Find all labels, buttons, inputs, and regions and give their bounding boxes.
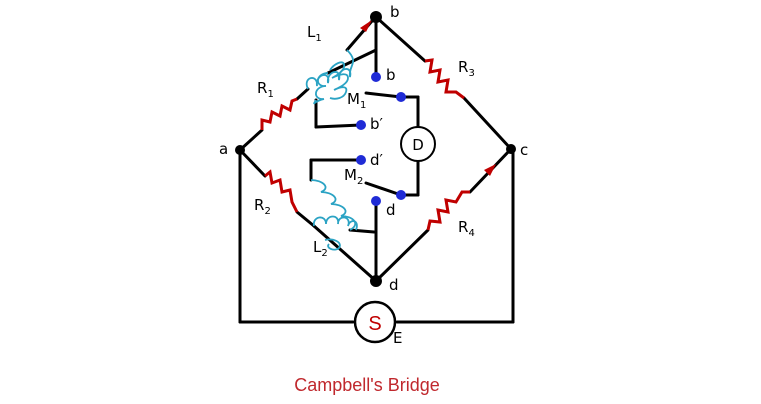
inductor-m1-secondary bbox=[313, 61, 349, 105]
node-a-label: a bbox=[219, 140, 228, 158]
node-d bbox=[370, 275, 382, 287]
label-l1: L1 bbox=[307, 23, 322, 44]
source-symbol: S bbox=[368, 313, 381, 335]
resistor-r1 bbox=[260, 97, 298, 130]
resistor-r3 bbox=[424, 58, 465, 100]
label-r3: R3 bbox=[458, 58, 475, 79]
label-l2: L2 bbox=[313, 238, 328, 259]
arrow-r4-icon bbox=[484, 164, 496, 176]
bridge-wires bbox=[238, 15, 515, 324]
contact-b-prime bbox=[356, 120, 366, 130]
ac-source: S bbox=[353, 300, 397, 344]
contact-d-prime bbox=[356, 155, 366, 165]
inductor-l1 bbox=[305, 49, 355, 90]
contact-b bbox=[371, 72, 381, 82]
resistor-r4 bbox=[426, 190, 470, 231]
label-m2: M2 bbox=[344, 166, 363, 187]
node-b-label: b bbox=[390, 3, 400, 21]
source-label: E bbox=[393, 329, 402, 347]
label-r1: R1 bbox=[257, 79, 274, 100]
contact-d bbox=[371, 196, 381, 206]
node-d-label: d bbox=[389, 276, 399, 294]
node-b bbox=[370, 11, 382, 23]
node-c bbox=[506, 144, 516, 154]
contact-b-prime-label: b′ bbox=[370, 115, 384, 133]
inductor-m2-secondary bbox=[310, 179, 357, 231]
node-a bbox=[235, 145, 245, 155]
detector-label: D bbox=[412, 136, 424, 154]
arrow-l1-icon bbox=[360, 20, 372, 32]
resistor-r2 bbox=[264, 169, 299, 213]
label-r2: R2 bbox=[254, 196, 271, 217]
contact-d-label: d bbox=[386, 201, 396, 219]
contact-switch-2 bbox=[396, 190, 406, 200]
detector: D bbox=[400, 126, 436, 162]
inductor-l2 bbox=[313, 215, 358, 251]
label-r4: R4 bbox=[458, 218, 475, 239]
contact-b-label: b bbox=[386, 66, 396, 84]
contact-switch-1 bbox=[396, 92, 406, 102]
label-m1: M1 bbox=[347, 90, 366, 111]
node-c-label: c bbox=[520, 141, 528, 159]
contact-d-prime-label: d′ bbox=[370, 151, 384, 169]
diagram-caption: Campbell's Bridge bbox=[294, 375, 440, 395]
